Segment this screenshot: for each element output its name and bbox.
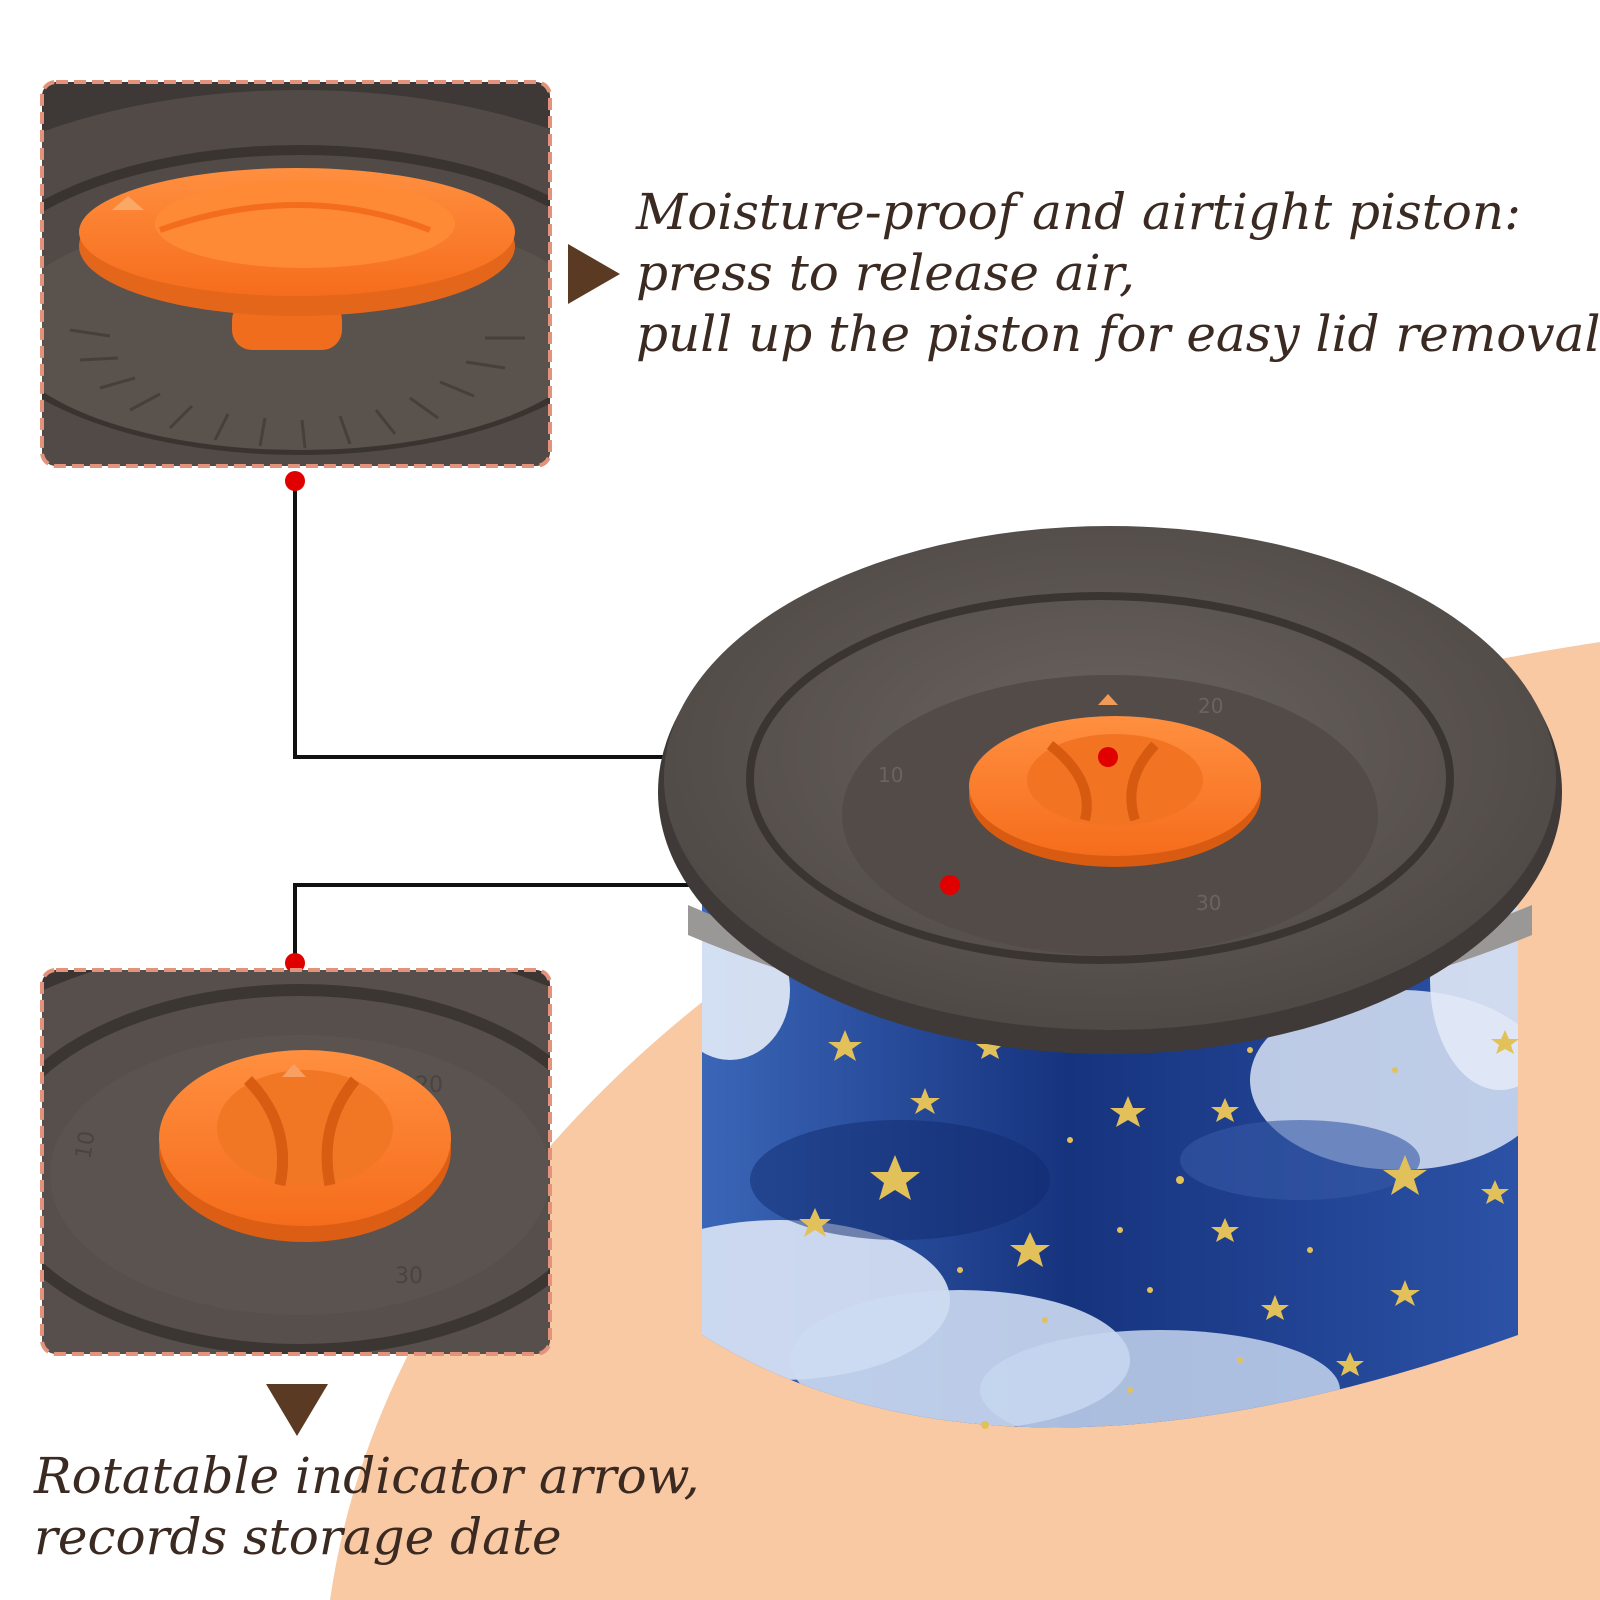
svg-text:10: 10 <box>878 763 903 787</box>
caption-line: pull up the piston for easy lid removal <box>636 305 1600 363</box>
marker-dot-top-frame <box>285 471 305 491</box>
marker-dot-piston <box>1098 747 1118 767</box>
piston-feature-caption: Moisture-proof and airtight piston: pres… <box>636 182 1600 365</box>
right-triangle-arrow-icon <box>568 244 620 304</box>
dial-tick-marks <box>69 328 525 449</box>
lid-markings: 20 30 10 <box>878 694 1223 915</box>
caption-line: Moisture-proof and airtight piston: <box>636 183 1521 241</box>
marker-dot-indicator <box>940 875 960 895</box>
indicator-feature-caption: Rotatable indicator arrow, records stora… <box>34 1446 700 1568</box>
food-container: 20 30 10 <box>658 526 1562 1429</box>
svg-text:20: 20 <box>1198 694 1223 718</box>
detail-frame-indicator: 20 10 30 <box>40 968 552 1356</box>
caption-line: Rotatable indicator arrow, <box>34 1447 700 1505</box>
caption-line: records storage date <box>34 1508 562 1566</box>
svg-text:10: 10 <box>71 1129 100 1161</box>
star-pattern <box>799 1030 1519 1429</box>
air-piston <box>969 694 1261 867</box>
svg-text:30: 30 <box>395 1264 423 1289</box>
down-triangle-arrow-icon <box>266 1384 328 1436</box>
svg-text:30: 30 <box>1196 891 1221 915</box>
detail-frame-piston <box>40 80 552 468</box>
caption-line: press to release air, <box>636 244 1135 302</box>
